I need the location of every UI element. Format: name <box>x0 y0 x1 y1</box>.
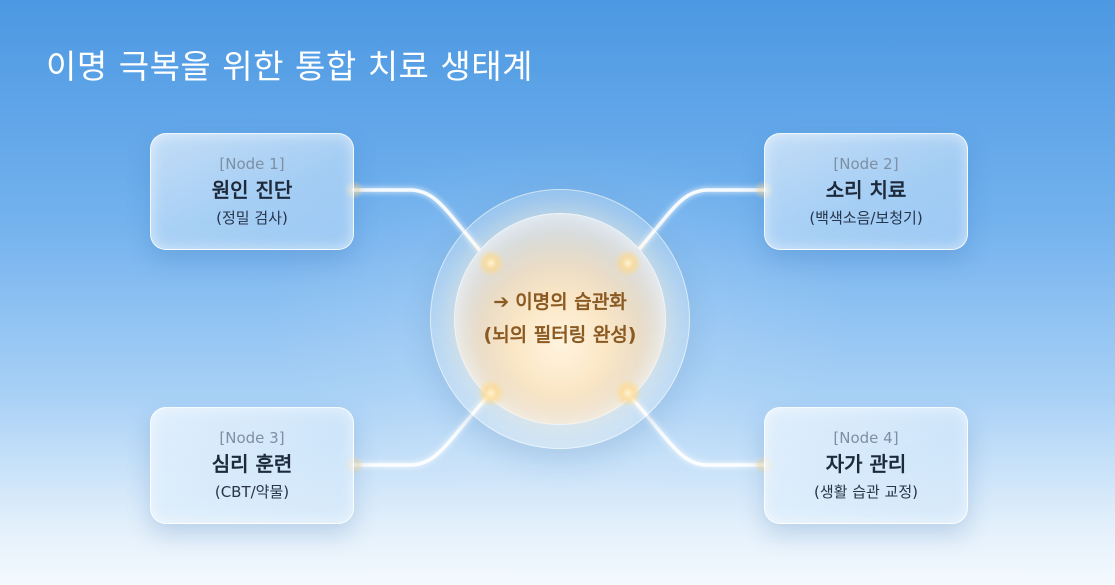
right-arrow-icon: ➔ <box>493 291 510 313</box>
node-1-card: [Node 1] 원인 진단 (정밀 검사) <box>150 133 354 250</box>
node-3-card: [Node 3] 심리 훈련 (CBT/약물) <box>150 407 354 524</box>
node-2-tag: [Node 2] <box>833 155 899 173</box>
node-3-title: 심리 훈련 <box>211 452 293 476</box>
node-1-tag: [Node 1] <box>219 155 285 173</box>
junction-glow-4 <box>614 379 642 407</box>
node-3-subtitle: (CBT/약물) <box>214 483 290 501</box>
junction-glow-1 <box>477 249 505 277</box>
hub-title: 이명의 습관화 <box>515 291 627 313</box>
node-4-subtitle: (생활 습관 교정) <box>813 483 919 501</box>
node-2-title: 소리 치료 <box>825 178 907 202</box>
node-4-card: [Node 4] 자가 관리 (생활 습관 교정) <box>764 407 968 524</box>
junction-glow-3 <box>477 379 505 407</box>
node-2-subtitle: (백색소음/보청기) <box>809 209 923 227</box>
node-1-title: 원인 진단 <box>211 178 293 202</box>
node-4-title: 자가 관리 <box>825 452 907 476</box>
page-title: 이명 극복을 위한 통합 치료 생태계 <box>46 47 533 86</box>
hub-line-2: (뇌의 필터링 완성) <box>483 324 637 346</box>
node-3-tag: [Node 3] <box>219 429 285 447</box>
node-4-tag: [Node 4] <box>833 429 899 447</box>
hub-line-1: ➔ 이명의 습관화 <box>493 286 626 319</box>
hub-label: ➔ 이명의 습관화 (뇌의 필터링 완성) <box>454 213 666 425</box>
junction-glow-2 <box>614 249 642 277</box>
node-2-card: [Node 2] 소리 치료 (백색소음/보청기) <box>764 133 968 250</box>
node-1-subtitle: (정밀 검사) <box>216 209 288 227</box>
